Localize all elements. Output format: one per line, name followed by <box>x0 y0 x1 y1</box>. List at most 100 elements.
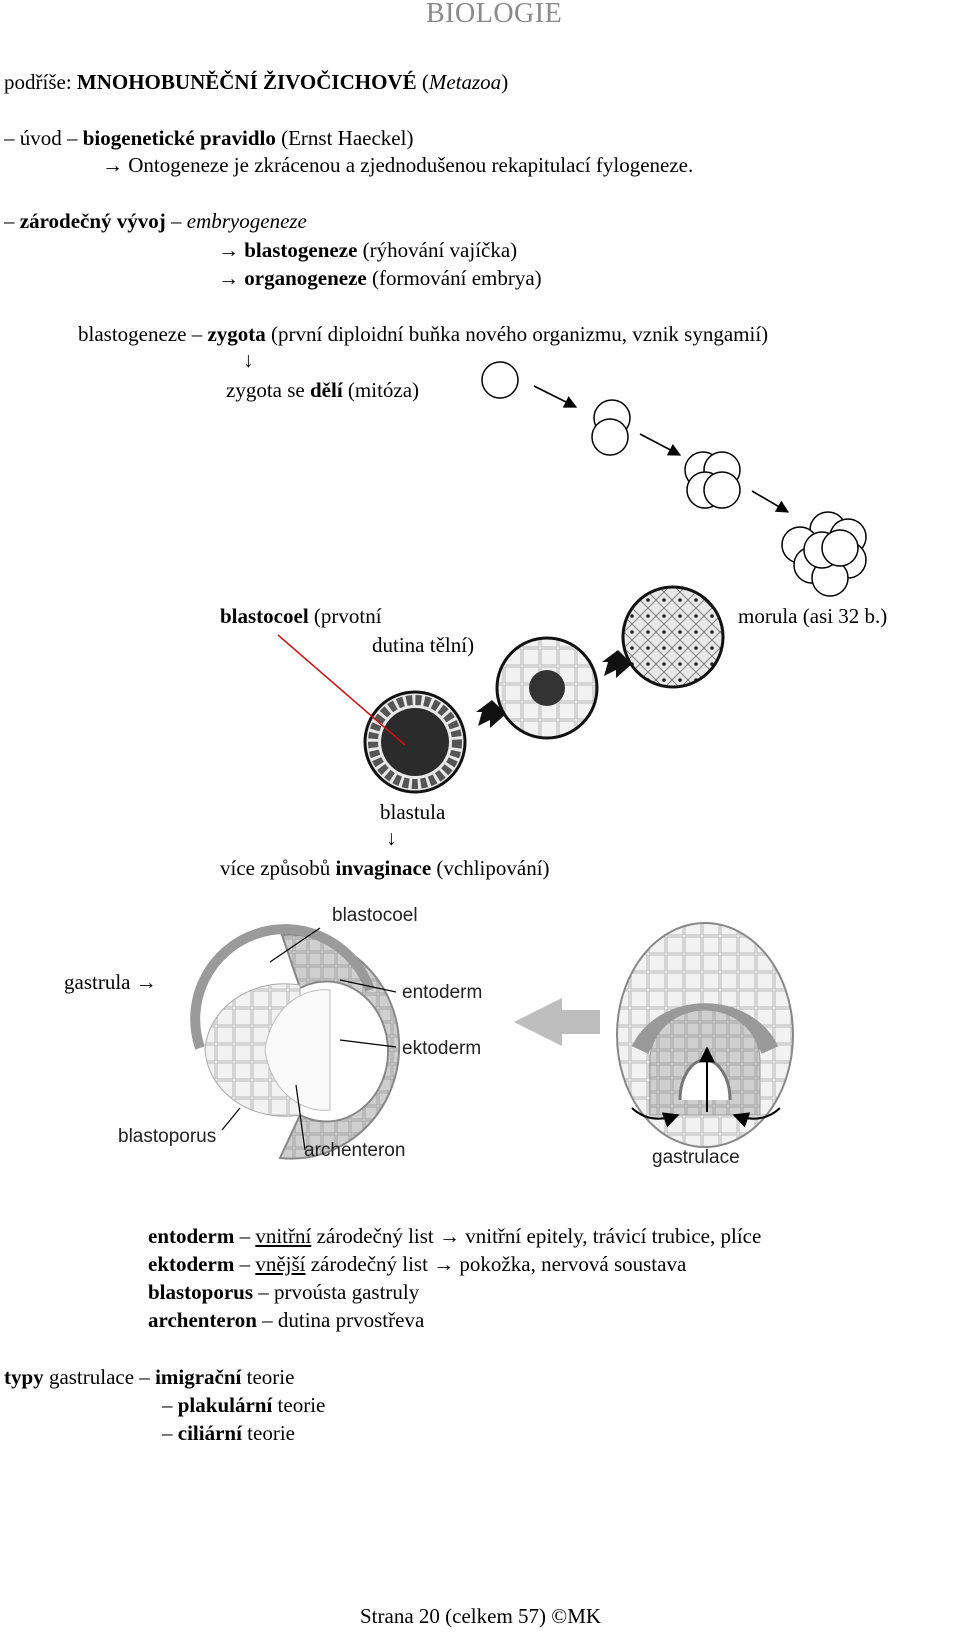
label-blastocoel: blastocoel <box>332 905 418 926</box>
types-teorie: teorie <box>241 1421 295 1445</box>
early-blastula-icon <box>495 636 599 740</box>
embryo-line: – zárodečný vývoj – embryogeneze <box>4 211 307 232</box>
curved-arrow-icon <box>631 1107 680 1128</box>
blastocoel-note: (prvotní <box>308 604 382 628</box>
embryo-step2-term: organogeneze <box>244 266 367 290</box>
curved-arrow-icon <box>732 1107 781 1128</box>
embryo-step2-arrow: → <box>218 266 245 290</box>
def-sep: – <box>234 1224 256 1248</box>
def-sep: – <box>256 1308 278 1332</box>
invag-a: více způsobů <box>220 856 336 880</box>
page-footer: Strana 20 (celkem 57) ©MK <box>360 1604 602 1628</box>
title-latin-open: ( <box>416 70 429 94</box>
invagination-line: více způsobů invaginace (vchlipování) <box>220 858 550 879</box>
def-sep: – <box>253 1280 275 1304</box>
embryo-sep: – <box>165 209 187 233</box>
def-term: blastoporus <box>148 1280 254 1304</box>
blastocoel-term: blastocoel <box>220 604 309 628</box>
morula-icon <box>621 585 725 689</box>
down-arrow-1: ↓ <box>243 348 254 372</box>
embryo-step2: → organogeneze (formování embrya) <box>218 268 542 289</box>
def-rest: zárodečný list → vnitřní epitely, trávic… <box>311 1224 762 1248</box>
down-arrow-2: ↓ <box>386 826 397 850</box>
def-sep: – <box>234 1252 256 1276</box>
two-cell-icon <box>591 399 631 456</box>
intro-rule: biogenetické pravidlo <box>82 126 276 150</box>
gastrulation-diagram <box>616 922 794 1148</box>
arrow-icon <box>639 433 682 456</box>
intro-dash: – úvod – <box>4 126 83 150</box>
types-word: typy <box>4 1365 44 1389</box>
def-underlined: vnitřní <box>255 1224 312 1248</box>
types-mid: gastrulace – <box>43 1365 156 1389</box>
blasto-prefix: blastogeneze – <box>78 322 208 346</box>
types-dash: – <box>162 1421 178 1445</box>
arrow-icon <box>751 490 790 513</box>
def-underlined: vnější <box>255 1252 306 1276</box>
definition-blastoporus: blastoporus – prvoústa gastruly <box>148 1282 419 1303</box>
label-archenteron: archenteron <box>304 1140 406 1161</box>
definition-ektoderm: ektoderm – vnější zárodečný list → pokož… <box>148 1254 686 1275</box>
def-rest: dutina prvostřeva <box>277 1308 425 1332</box>
cleavage-arrows <box>533 385 790 513</box>
eight-cell-icon <box>781 511 867 597</box>
types-line-1: typy gastrulace – imigrační teorie <box>4 1367 294 1388</box>
divides-c: (mitóza) <box>342 378 420 402</box>
blasto-zygota-note: (první diploidní buňka nového organizmu,… <box>265 322 769 346</box>
label-gastrulace: gastrulace <box>652 1147 740 1168</box>
blasto-line: blastogeneze – zygota (první diploidní b… <box>78 324 768 345</box>
types-plakularni: plakulární <box>177 1393 273 1417</box>
definition-archenteron: archenteron – dutina prvostřeva <box>148 1310 424 1331</box>
label-ektoderm: ektoderm <box>402 1038 482 1059</box>
title-name: MNOHOBUNĚČNÍ ŽIVOČICHOVÉ <box>76 70 417 94</box>
title-prefix: podříše: <box>4 70 77 94</box>
def-rest: zárodečný list → pokožka, nervová sousta… <box>305 1252 687 1276</box>
header-subject: BIOLOGIE <box>426 0 563 29</box>
embryo-step2-note: (formování embrya) <box>366 266 542 290</box>
def-term: archenteron <box>148 1308 257 1332</box>
divides-b: dělí <box>309 378 343 402</box>
blastocoel-pointer-line <box>277 634 406 746</box>
intro-line: – úvod – biogenetické pravidlo (Ernst Ha… <box>4 128 413 149</box>
types-teorie: teorie <box>241 1365 295 1389</box>
four-cell-icon <box>684 451 741 509</box>
types-dash: – <box>162 1393 178 1417</box>
embryo-dash: – <box>4 209 20 233</box>
intro-statement: → Ontogeneze je zkrácenou a zjednodušeno… <box>102 153 694 177</box>
stage-arrows <box>476 650 632 728</box>
invag-c: (vchlipování) <box>431 856 550 880</box>
blastocoel-note-2: dutina tělní) <box>372 633 475 657</box>
page-title: podříše: MNOHOBUNĚČNÍ ŽIVOČICHOVÉ (Metaz… <box>4 72 508 93</box>
definition-entoderm: entoderm – vnitřní zárodečný list → vnit… <box>148 1226 761 1247</box>
thick-arrow-icon <box>476 700 506 728</box>
blasto-zygota: zygota <box>207 322 266 346</box>
blastocoel-label: blastocoel (prvotní <box>220 606 382 627</box>
embryo-step1-term: blastogeneze <box>244 238 358 262</box>
cleavage-sequence <box>481 361 867 597</box>
types-teorie: teorie <box>272 1393 326 1417</box>
def-rest: prvoústa gastruly <box>274 1280 420 1304</box>
embryo-step1-note: (rýhování vajíčka) <box>357 238 518 262</box>
morula-label: morula (asi 32 b.) <box>738 604 888 628</box>
invag-b: invaginace <box>335 856 432 880</box>
blastula-label: blastula <box>380 800 446 824</box>
gastrula-pointers <box>221 927 397 1151</box>
gastrula-diagram <box>190 924 401 1160</box>
zygote-divides: zygota se dělí (mitóza) <box>226 380 419 401</box>
divides-a: zygota se <box>226 378 310 402</box>
embryo-latin: embryogeneze <box>186 209 307 233</box>
gastrula-label: gastrula → <box>64 970 157 994</box>
types-ciliarni: ciliární <box>177 1421 242 1445</box>
embryo-term: zárodečný vývoj <box>19 209 166 233</box>
embryo-step1: → blastogeneze (rýhování vajíčka) <box>218 240 517 261</box>
title-latin: Metazoa <box>428 70 502 94</box>
def-term: ektoderm <box>148 1252 235 1276</box>
types-imigracni: imigrační <box>155 1365 242 1389</box>
def-term: entoderm <box>148 1224 235 1248</box>
embryo-step1-arrow: → <box>218 238 245 262</box>
thick-arrow-icon <box>602 650 632 678</box>
zygote-cell-icon <box>481 361 519 399</box>
invagination-arrows <box>631 1046 781 1128</box>
intro-author: (Ernst Haeckel) <box>275 126 414 150</box>
